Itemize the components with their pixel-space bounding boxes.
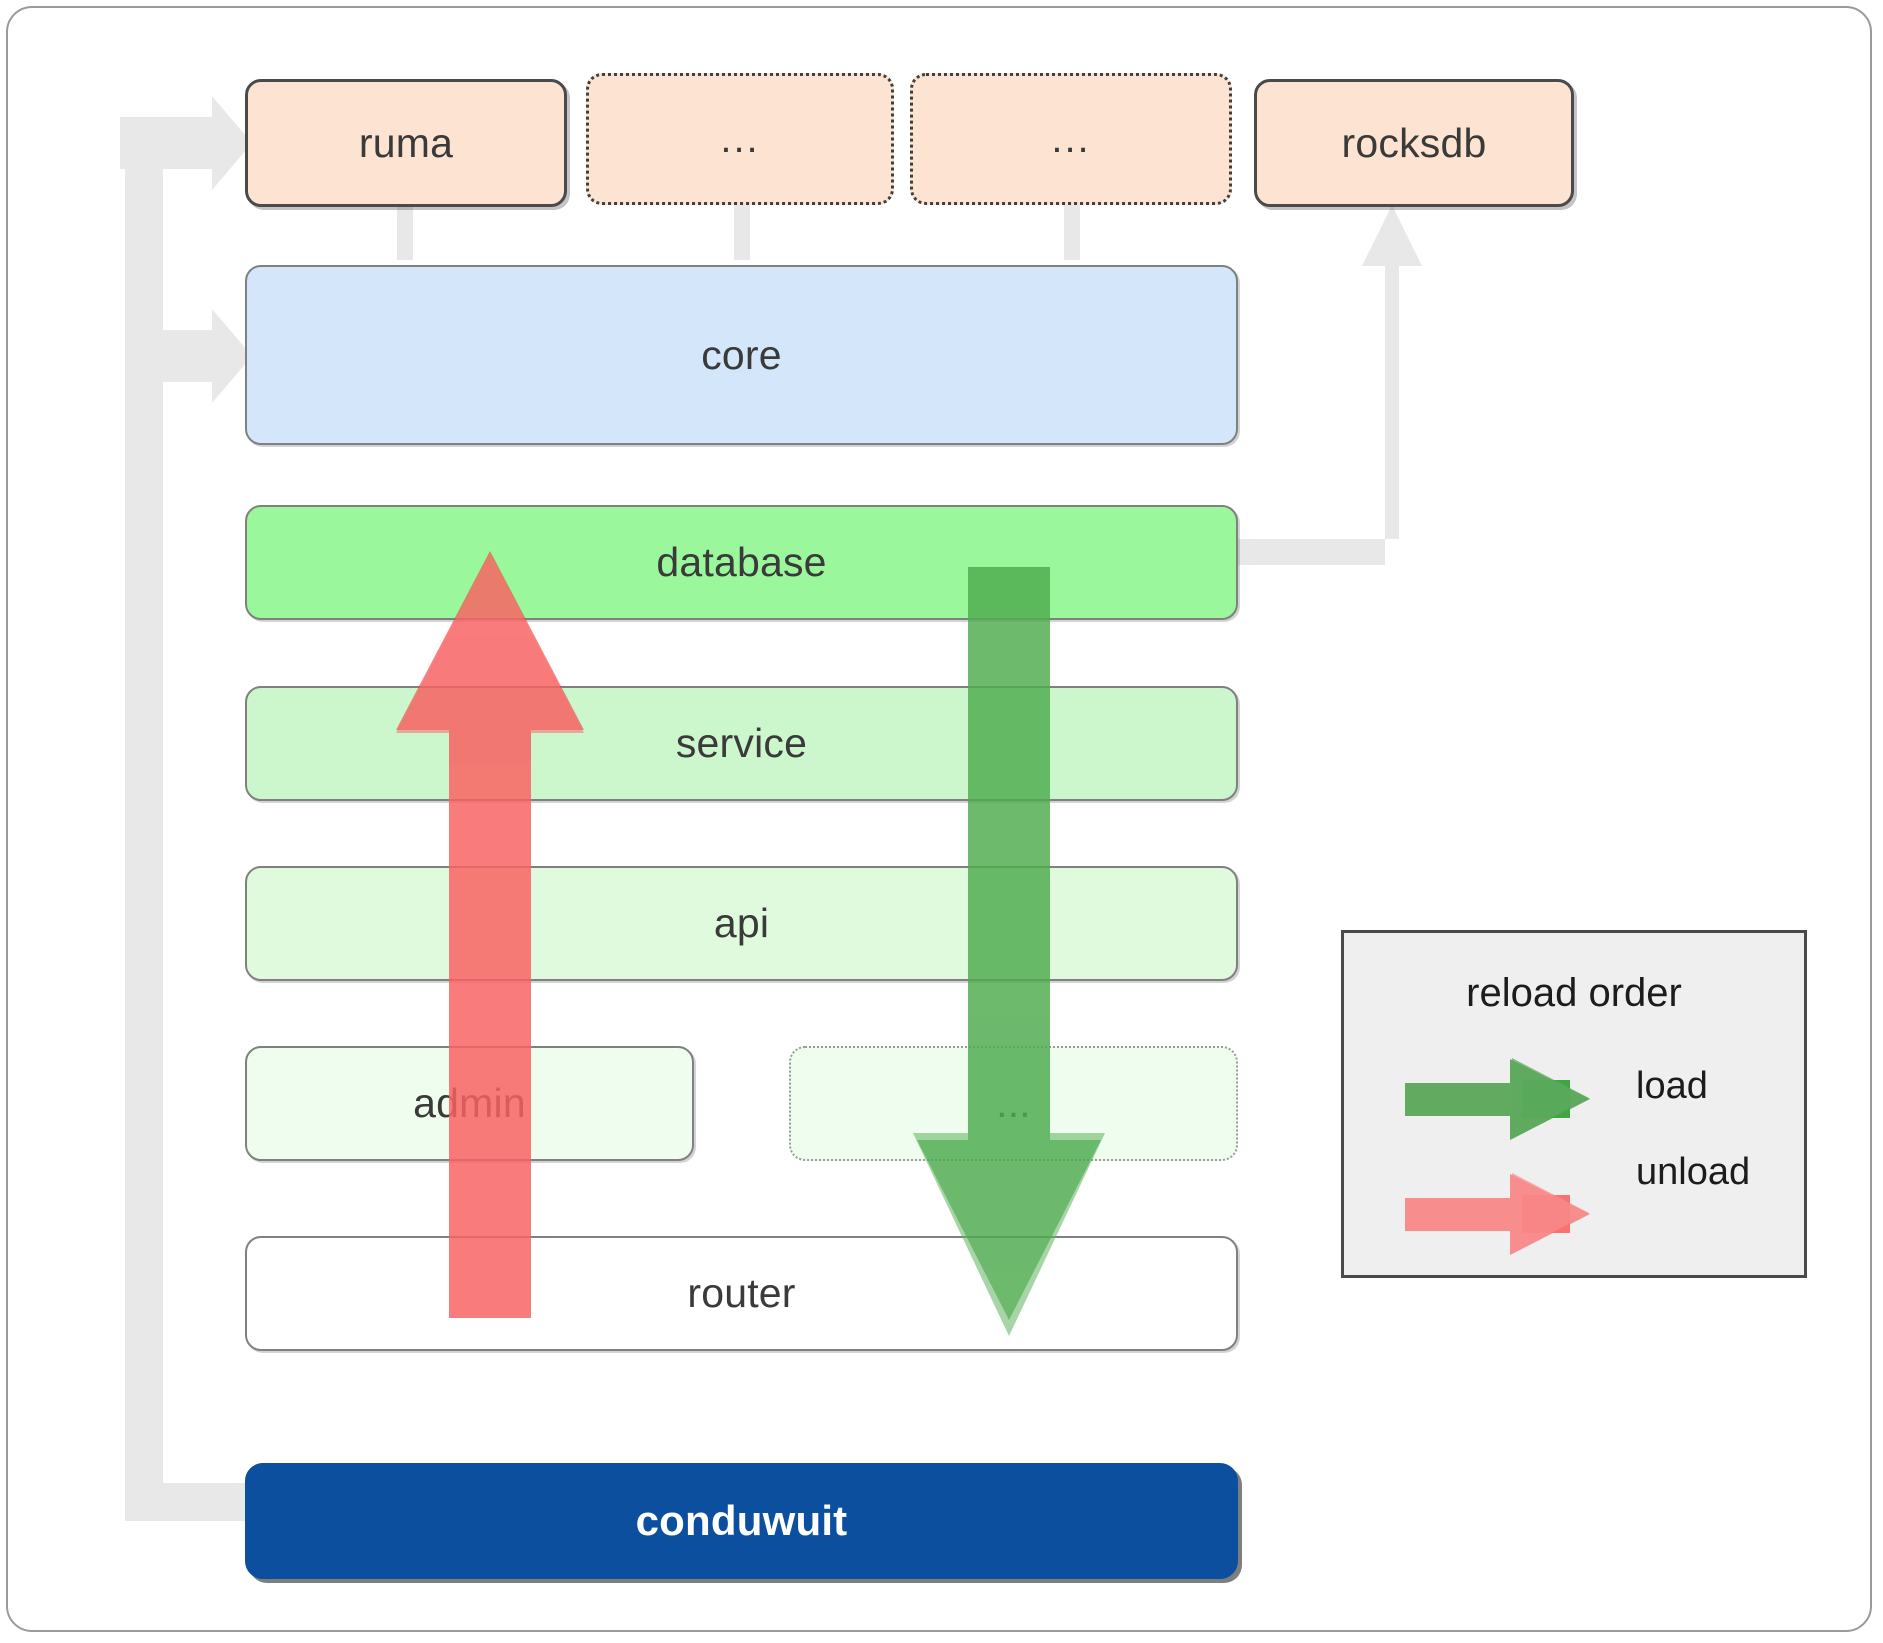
- legend-panel: reload order load unload: [1341, 930, 1807, 1278]
- root-box-conduwuit[interactable]: conduwuit: [245, 1463, 1238, 1579]
- dependency-box-ruma[interactable]: ruma: [245, 79, 567, 207]
- layer-label: database: [656, 539, 827, 585]
- layer-label: api: [713, 900, 770, 946]
- legend-label-unload: unload: [1636, 1151, 1751, 1193]
- dependency-label: ...: [720, 116, 760, 161]
- layer-box-admin[interactable]: admin: [245, 1046, 694, 1161]
- legend-label-load: load: [1636, 1065, 1708, 1107]
- dependency-box-more-2[interactable]: ...: [910, 73, 1232, 205]
- layer-label: router: [687, 1270, 796, 1316]
- dependency-label: rocksdb: [1341, 119, 1487, 166]
- layer-label: core: [701, 331, 782, 378]
- layer-label: ...: [996, 1080, 1031, 1126]
- dependency-box-rocksdb[interactable]: rocksdb: [1254, 79, 1574, 207]
- layer-box-database[interactable]: database: [245, 505, 1238, 620]
- layer-label: service: [675, 720, 808, 766]
- layer-box-service[interactable]: service: [245, 686, 1238, 801]
- layer-box-more[interactable]: ...: [789, 1046, 1238, 1161]
- diagram-frame: [6, 6, 1872, 1632]
- layer-box-core[interactable]: core: [245, 265, 1238, 445]
- layer-box-api[interactable]: api: [245, 866, 1238, 981]
- root-label: conduwuit: [635, 1497, 848, 1544]
- dependency-box-more-1[interactable]: ...: [586, 73, 894, 205]
- dependency-label: ruma: [358, 119, 454, 166]
- layer-box-router[interactable]: router: [245, 1236, 1238, 1351]
- dependency-label: ...: [1051, 116, 1091, 161]
- layer-label: admin: [413, 1080, 526, 1126]
- legend-title: reload order: [1466, 971, 1682, 1015]
